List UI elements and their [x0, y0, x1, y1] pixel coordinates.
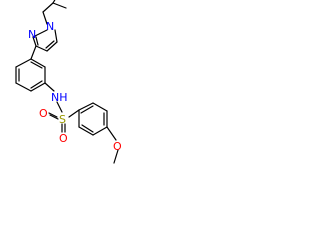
bond-lines [15, 0, 119, 164]
atom-o-sulfonyl-bottom: O [59, 132, 68, 145]
atom-o-sulfonyl-left: O [39, 107, 48, 120]
atom-o-methoxy: O [113, 140, 122, 153]
atom-n-pyrazole-1: N [46, 20, 54, 33]
atom-nh-sulfonamide: NH [51, 91, 68, 104]
atom-n-pyrazole-2: N [28, 28, 36, 41]
molecule-structure: N N NH S O O O [15, 0, 122, 164]
atom-labels: N N NH S O O O [28, 20, 122, 153]
atom-sulfur: S [59, 113, 66, 126]
